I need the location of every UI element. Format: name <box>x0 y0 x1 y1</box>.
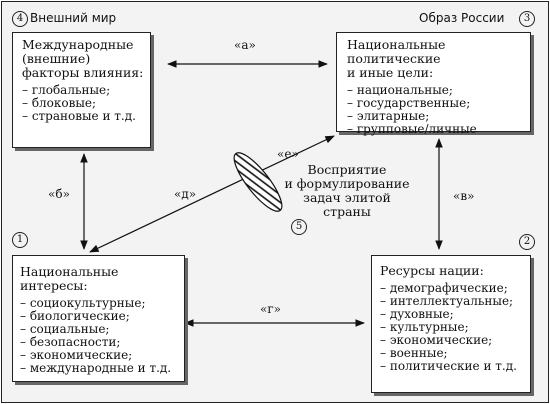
list-item: – глобальные; <box>22 83 111 97</box>
item-list: – глобальные; – блоковые; – страновые и … <box>22 84 150 123</box>
list-item: – групповые/личные <box>347 122 477 136</box>
list-item: – социальные; <box>20 322 110 336</box>
list-item: – экономические; <box>380 333 493 347</box>
number-4: 4 <box>12 11 28 27</box>
hatched-ellipse <box>233 152 283 212</box>
item-list: – демографические; – интеллектуальные; –… <box>380 282 530 373</box>
arrow-label-d: «д» <box>174 187 197 201</box>
list-item: – биологические; <box>20 309 130 323</box>
list-item: – государственные; <box>347 96 471 110</box>
item-list: – национальные; – государственные; – эли… <box>347 84 530 136</box>
arrow-label-g: «г» <box>260 302 281 316</box>
list-item: – демографические; <box>380 281 508 295</box>
box-national-interests: Национальные интересы: – социокультурные… <box>12 255 185 382</box>
list-item: – военные; <box>380 346 448 360</box>
box-nation-resources: Ресурсы нации: – демографические; – инте… <box>371 255 531 393</box>
list-item: – страновые и т.д. <box>22 109 136 123</box>
list-item: – национальные; <box>347 83 453 97</box>
corner-russia-image: Образ России <box>419 11 505 25</box>
item-list: – социокультурные; – биологические; – со… <box>20 297 184 375</box>
list-item: – политические и т.д. <box>380 359 517 373</box>
list-item: – интеллектуальные; <box>380 294 514 308</box>
box-title: Национальные интересы: <box>20 264 119 293</box>
box-title: Ресурсы нации: <box>380 263 484 278</box>
list-item: – духовные; <box>380 307 454 321</box>
number-2: 2 <box>519 234 535 250</box>
list-item: – элитарные; <box>347 109 430 123</box>
number-5: 5 <box>291 219 307 235</box>
arrow-label-v: «в» <box>453 189 475 203</box>
number-1: 1 <box>12 232 28 248</box>
arrow-d <box>89 135 335 253</box>
corner-outer-world: Внешний мир <box>30 11 117 25</box>
arrow-label-e: «е» <box>277 147 299 161</box>
list-item: – культурные; <box>380 320 469 334</box>
list-item: – экономические; <box>20 348 133 362</box>
box-international-factors: Международные (внешние) факторы влияния:… <box>12 32 151 148</box>
list-item: – безопасности; <box>20 335 121 349</box>
box-national-goals: Национальные политические и иные цели: –… <box>336 32 531 136</box>
list-item: – международные и т.д. <box>20 361 172 375</box>
center-perception-text: Восприятие и формулирование задач элитой… <box>284 162 410 219</box>
box-title: Международные (внешние) факторы влияния: <box>22 37 144 80</box>
arrow-label-b: «б» <box>48 187 70 201</box>
list-item: – социокультурные; <box>20 296 146 310</box>
number-3: 3 <box>519 11 535 27</box>
list-item: – блоковые; <box>22 96 97 110</box>
arrow-label-a: «а» <box>234 38 256 52</box>
box-title: Национальные политические и иные цели: <box>347 37 446 80</box>
